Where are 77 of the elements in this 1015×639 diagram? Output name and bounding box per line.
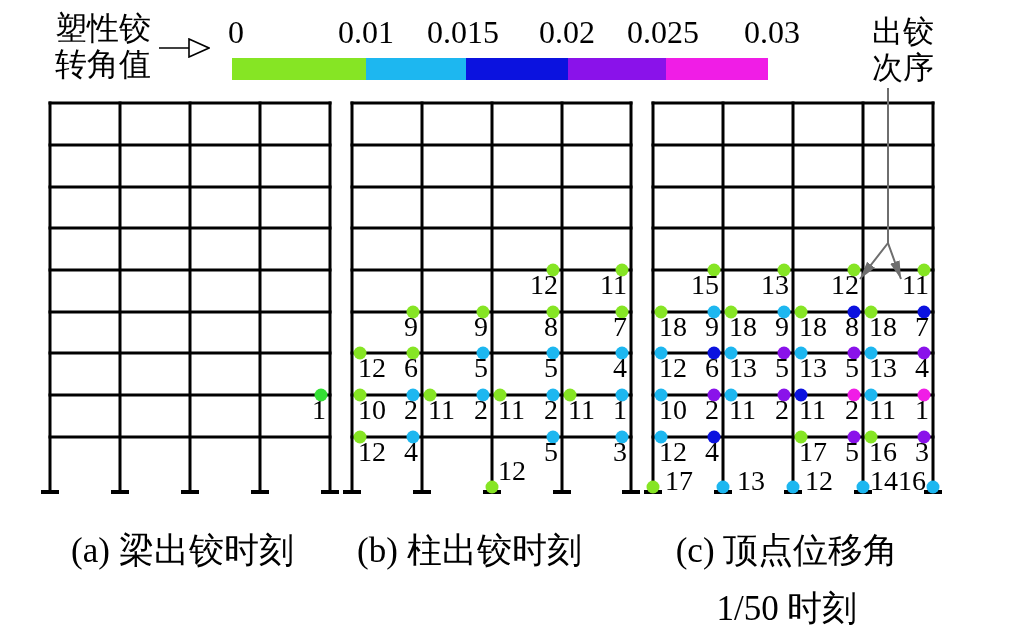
hinge-order-number: 13 bbox=[737, 470, 765, 492]
figure-caption: (c) 顶点位移角 1/50 时刻 bbox=[674, 530, 900, 630]
hinge-order-number: 2 bbox=[845, 399, 859, 421]
hinge-order-number: 16 bbox=[869, 441, 897, 463]
hinge-order-number: 5 bbox=[775, 357, 789, 379]
scale-tick-label: 0.01 bbox=[338, 17, 394, 47]
hinge-order-number: 17 bbox=[799, 441, 827, 463]
hinge-order-number: 12 bbox=[831, 274, 859, 296]
hinge-order-number: 10 bbox=[358, 399, 386, 421]
hinge-order-number: 13 bbox=[761, 274, 789, 296]
hinge-order-number: 1 bbox=[613, 399, 627, 421]
hinge-order-number: 8 bbox=[845, 316, 859, 338]
hinge-order-number: 11 bbox=[600, 274, 627, 296]
hinge-order-number: 2 bbox=[775, 399, 789, 421]
figure-caption: (b) 柱出铰时刻 bbox=[357, 530, 583, 572]
hinge-order-number: 4 bbox=[705, 441, 719, 463]
hinge-order-number: 5 bbox=[845, 441, 859, 463]
hinge-order-number: 5 bbox=[474, 357, 488, 379]
hinge-order-number: 13 bbox=[729, 357, 757, 379]
hinge-order-number: 15 bbox=[691, 274, 719, 296]
hinge-order-number: 8 bbox=[544, 316, 558, 338]
hinge-order-number: 12 bbox=[659, 357, 687, 379]
hinge-order-number: 11 bbox=[869, 399, 896, 421]
hinge-order-number: 13 bbox=[869, 357, 897, 379]
leader-arrow bbox=[887, 87, 902, 280]
hinge-order-number: 11 bbox=[428, 399, 455, 421]
scale-tick-label: 0.015 bbox=[427, 17, 499, 47]
hinge-order-number: 6 bbox=[404, 357, 418, 379]
hinge-order-number: 16 bbox=[898, 470, 926, 492]
hinge-order-number: 4 bbox=[915, 357, 929, 379]
hinge-order-number: 11 bbox=[498, 399, 525, 421]
hinge-order-number: 7 bbox=[915, 316, 929, 338]
hinge-order-number: 14 bbox=[870, 470, 898, 492]
annotation-label: 出铰次序 bbox=[872, 14, 938, 86]
figure-caption: (a) 梁出铰时刻 bbox=[71, 530, 295, 572]
hinge-order-number: 9 bbox=[474, 316, 488, 338]
hinge-order-number: 18 bbox=[869, 316, 897, 338]
hinge-order-number: 11 bbox=[799, 399, 826, 421]
hinge-order-number: 2 bbox=[705, 399, 719, 421]
hinge-order-number: 5 bbox=[544, 357, 558, 379]
hinge-order-number: 11 bbox=[729, 399, 756, 421]
hinge-order-number: 18 bbox=[729, 316, 757, 338]
hinge-order-number: 12 bbox=[358, 357, 386, 379]
hinge-order-number: 4 bbox=[613, 357, 627, 379]
hinge-order-number: 17 bbox=[665, 470, 693, 492]
hinge-order-number: 3 bbox=[915, 441, 929, 463]
arrow bbox=[158, 38, 210, 58]
scale-tick-label: 0.025 bbox=[627, 17, 699, 47]
hinge-order-number: 11 bbox=[902, 274, 929, 296]
hinge-order-number: 6 bbox=[705, 357, 719, 379]
scale-title: 塑性铰转角值 bbox=[55, 10, 155, 82]
scale-tick-label: 0.03 bbox=[744, 17, 800, 47]
scale-tick-label: 0.02 bbox=[539, 17, 595, 47]
hinge-order-number: 2 bbox=[474, 399, 488, 421]
hinge-order-number: 12 bbox=[805, 470, 833, 492]
hinge-order-number: 5 bbox=[845, 357, 859, 379]
hinge-order-number: 1 bbox=[312, 399, 326, 421]
hinge-order-number: 2 bbox=[544, 399, 558, 421]
hinge-order-number: 5 bbox=[544, 441, 558, 463]
hinge-order-number: 9 bbox=[705, 316, 719, 338]
hinge-order-number: 3 bbox=[613, 441, 627, 463]
hinge-order-number: 13 bbox=[799, 357, 827, 379]
hinge-order-number: 9 bbox=[404, 316, 418, 338]
hinge-order-number: 12 bbox=[498, 460, 526, 482]
hinge-order-number: 2 bbox=[404, 399, 418, 421]
hinge-order-number: 11 bbox=[568, 399, 595, 421]
hinge-order-number: 1 bbox=[915, 399, 929, 421]
hinge-order-number: 18 bbox=[659, 316, 687, 338]
hinge-order-number: 7 bbox=[613, 316, 627, 338]
scale-tick-label: 0 bbox=[228, 17, 244, 47]
hinge-order-number: 10 bbox=[659, 399, 687, 421]
hinge-order-number: 12 bbox=[358, 441, 386, 463]
hinge-order-number: 9 bbox=[775, 316, 789, 338]
hinge-order-number: 12 bbox=[659, 441, 687, 463]
hinge-order-number: 12 bbox=[530, 274, 558, 296]
hinge-order-number: 4 bbox=[404, 441, 418, 463]
hinge-order-number: 18 bbox=[799, 316, 827, 338]
